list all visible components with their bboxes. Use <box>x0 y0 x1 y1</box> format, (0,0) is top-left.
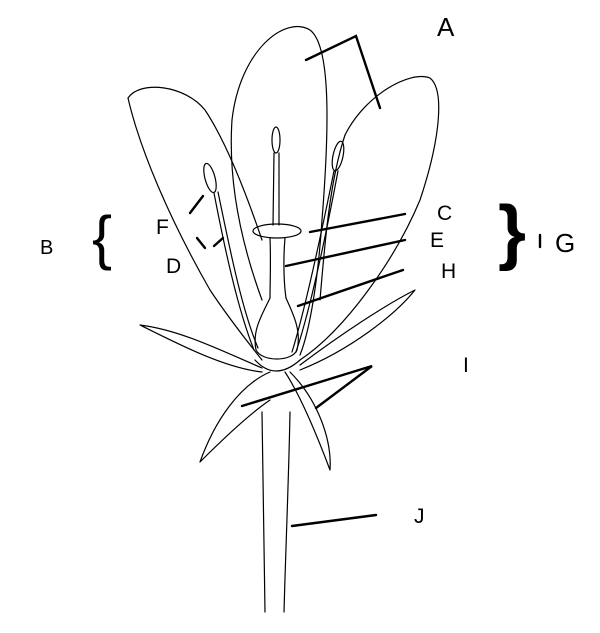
style <box>269 237 287 299</box>
anther-right <box>331 140 345 172</box>
label-F: F <box>156 216 169 239</box>
label-H: H <box>441 260 457 283</box>
petal-right <box>299 76 440 361</box>
receptacle <box>254 359 301 372</box>
bracket-right: } <box>498 192 527 272</box>
filament-center <box>272 152 280 226</box>
stem <box>261 411 291 613</box>
label-J: J <box>414 505 425 528</box>
leader-H <box>296 268 405 308</box>
petal-center-left-edge <box>230 119 263 301</box>
ovary <box>254 297 299 360</box>
petal-right-inner <box>319 134 346 301</box>
filament-left <box>213 191 259 351</box>
label-A: A <box>437 12 455 42</box>
leader-D <box>195 236 225 250</box>
label-E: E <box>430 229 445 252</box>
label-D: D <box>166 255 182 278</box>
bracket-left: { <box>92 204 113 271</box>
leader-I <box>240 364 373 410</box>
label-G: G <box>555 228 576 258</box>
sepal-right <box>284 371 331 471</box>
label-I: I <box>463 354 469 377</box>
label-B: B <box>40 237 54 259</box>
leader-J <box>290 513 378 528</box>
anther-center <box>271 126 281 154</box>
filament-right <box>291 170 339 353</box>
sepal-far-right <box>299 289 416 371</box>
petal-center <box>231 25 328 356</box>
sepal-far-left <box>139 324 263 373</box>
leader-C <box>308 212 407 234</box>
label-C: C <box>437 202 453 225</box>
petal-left <box>127 86 263 241</box>
leader-F <box>188 194 205 215</box>
leader-E <box>284 238 407 268</box>
anther-left <box>203 162 217 194</box>
sepal-left <box>199 371 271 463</box>
petal-left-outer <box>127 97 263 361</box>
stigma <box>252 223 302 239</box>
leader-A <box>304 34 382 110</box>
